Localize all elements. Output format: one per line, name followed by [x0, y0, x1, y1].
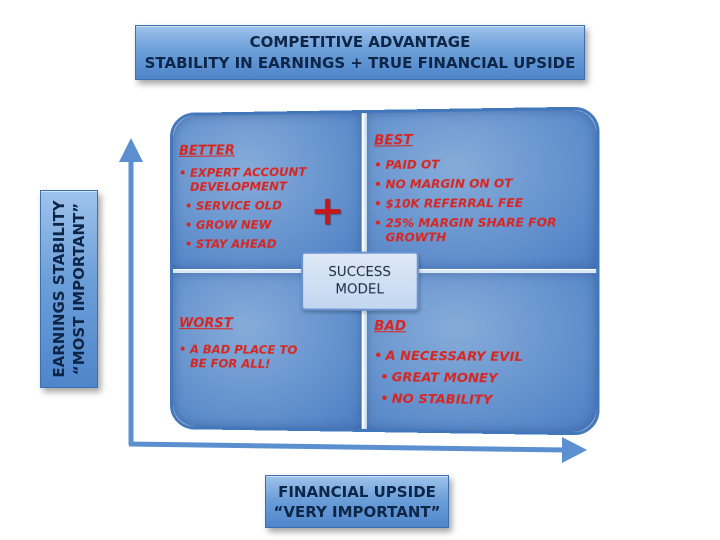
plus-icon: + — [310, 191, 344, 232]
x-axis-label-line-1: FINANCIAL UPSIDE — [266, 482, 448, 502]
list-item: STAY AHEAD — [185, 237, 308, 251]
x-axis-arrow — [129, 437, 587, 463]
x-axis-label-line-2: “VERY IMPORTANT” — [266, 502, 448, 522]
quadrant-worst-title: WORST — [179, 316, 233, 331]
quadrant-bad-title: BAD — [374, 319, 406, 334]
y-axis-label-box: EARNINGS STABILITY “MOST IMPORTANT” — [40, 190, 98, 388]
quadrant-better-title: BETTER — [179, 143, 235, 159]
list-item: GROW NEW — [185, 217, 308, 232]
list-item: A NECESSARY EVIL — [374, 347, 575, 365]
list-item: PAID OT — [374, 156, 575, 172]
quadrant-bad-list: A NECESSARY EVIL GREAT MONEY NO STABILIT… — [374, 347, 575, 414]
quadrant-best-list: PAID OT NO MARGIN ON OT $10K REFERRAL FE… — [374, 156, 575, 250]
quadrant-matrix: BETTER EXPERT ACCOUNT DEVELOPMENT SERVIC… — [173, 110, 596, 433]
success-model-line-2: MODEL — [303, 281, 417, 299]
y-axis-label-line-1: EARNINGS STABILITY — [49, 191, 69, 387]
quadrant-best-title: BEST — [374, 133, 412, 149]
y-axis-label-line-2: “MOST IMPORTANT” — [69, 191, 89, 387]
quadrant-better-list: EXPERT ACCOUNT DEVELOPMENT SERVICE OLD G… — [179, 165, 308, 256]
list-item: 25% MARGIN SHARE FOR GROWTH — [374, 215, 575, 245]
x-axis-label-box: FINANCIAL UPSIDE “VERY IMPORTANT” — [265, 475, 449, 528]
success-model-box: SUCCESS MODEL — [301, 252, 419, 311]
list-item: A BAD PLACE TO BE FOR ALL! — [179, 342, 310, 371]
list-item: $10K REFERRAL FEE — [374, 195, 575, 211]
list-item: SERVICE OLD — [185, 198, 308, 213]
success-model-line-1: SUCCESS — [303, 264, 417, 281]
quadrant-worst-list: A BAD PLACE TO BE FOR ALL! — [179, 342, 310, 376]
y-axis-arrow — [119, 138, 143, 445]
list-item: NO MARGIN ON OT — [374, 175, 575, 191]
list-item: EXPERT ACCOUNT DEVELOPMENT — [179, 165, 308, 194]
list-item: GREAT MONEY — [380, 369, 574, 387]
list-item: NO STABILITY — [380, 390, 574, 409]
